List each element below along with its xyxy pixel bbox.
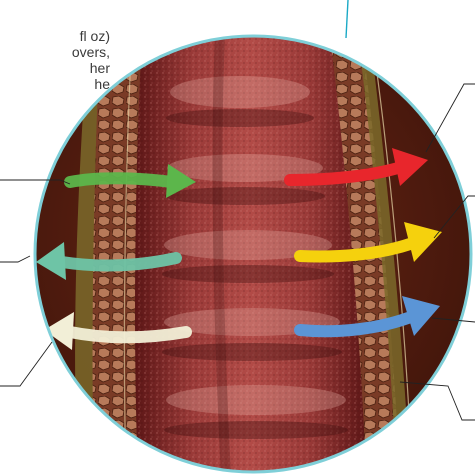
pointer-line [346, 0, 348, 38]
caption-line: overs, [0, 44, 110, 60]
caption-line: her [0, 60, 110, 76]
caption-line: he [0, 76, 110, 92]
caption-text: fl oz) overs, her he [0, 28, 110, 92]
leader-line-teal [0, 256, 30, 262]
caption-line: fl oz) [0, 28, 110, 44]
leader-line-cream [0, 342, 52, 386]
